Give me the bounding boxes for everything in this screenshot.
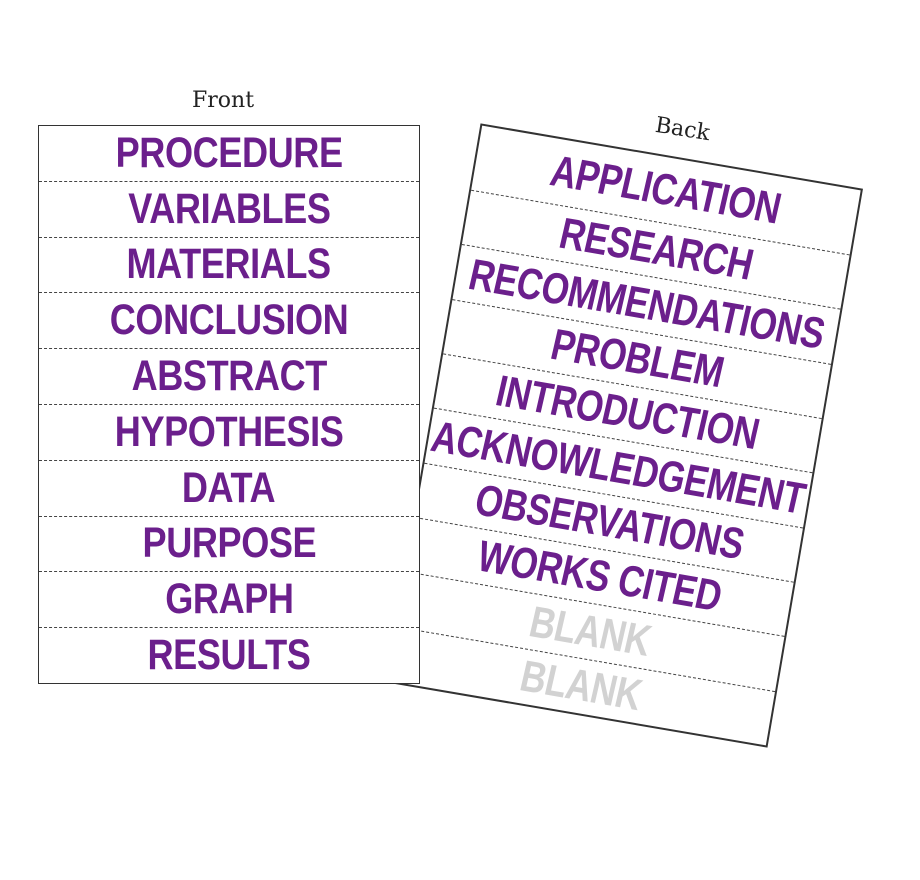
front-label: Front (192, 88, 255, 113)
front-row: VARIABLES (39, 182, 419, 238)
front-row: RESULTS (39, 628, 419, 683)
front-row: CONCLUSION (39, 293, 419, 350)
front-row: MATERIALS (39, 238, 419, 294)
front-row: ABSTRACT (39, 349, 419, 405)
front-row: DATA (39, 461, 419, 517)
front-word: RESULTS (147, 631, 311, 680)
front-card: PROCEDURE VARIABLES MATERIALS CONCLUSION ABS… (38, 125, 420, 684)
front-word: PURPOSE (142, 519, 316, 568)
front-row: PURPOSE (39, 517, 419, 573)
back-label: Back (653, 112, 712, 147)
front-word: DATA (182, 463, 276, 512)
front-word: CONCLUSION (109, 296, 349, 345)
front-word: MATERIALS (126, 240, 332, 289)
front-row: HYPOTHESIS (39, 405, 419, 461)
front-word: HYPOTHESIS (114, 407, 344, 456)
front-word: VARIABLES (127, 184, 331, 233)
front-row: PROCEDURE (39, 126, 419, 182)
front-word: GRAPH (164, 575, 294, 624)
front-word: ABSTRACT (131, 352, 327, 401)
front-row: GRAPH (39, 572, 419, 629)
front-word: PROCEDURE (115, 128, 343, 177)
